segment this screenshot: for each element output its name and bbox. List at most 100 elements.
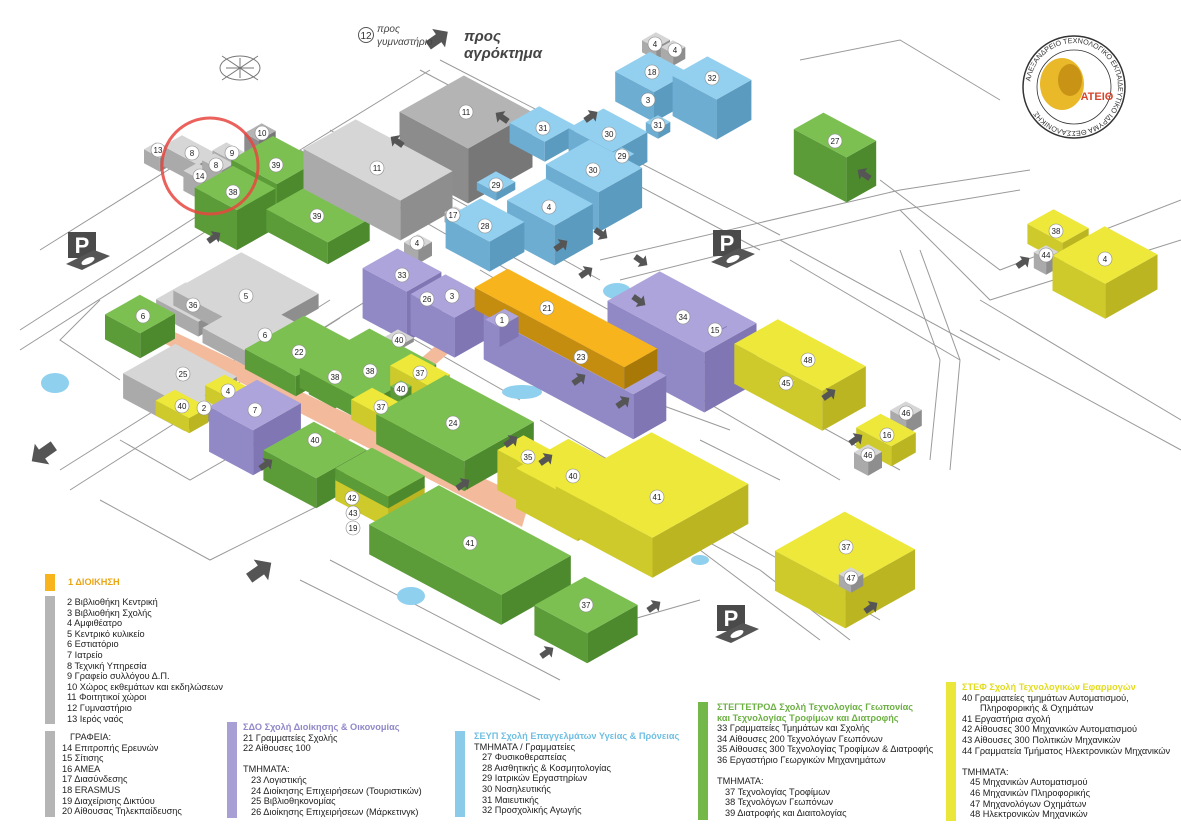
building-number: 32 bbox=[708, 74, 717, 83]
building-number-badge bbox=[196, 400, 212, 416]
legend-offices-swatch bbox=[45, 731, 55, 817]
building-roof bbox=[474, 268, 658, 368]
building-side bbox=[237, 188, 276, 251]
building-number-badge bbox=[393, 381, 409, 397]
building-side bbox=[474, 287, 625, 390]
building-side bbox=[454, 297, 490, 358]
building-number-badge bbox=[827, 133, 843, 149]
building-side bbox=[485, 319, 500, 348]
building-number-badge bbox=[268, 157, 284, 173]
arrow-icon bbox=[206, 231, 221, 244]
building-side bbox=[362, 268, 407, 342]
building-side bbox=[891, 432, 916, 467]
legend-common-swatch bbox=[45, 596, 55, 724]
building-number-badge bbox=[362, 363, 378, 379]
building-number: 35 bbox=[524, 453, 533, 462]
legend-item: 9 Γραφείο συλλόγου Δ.Π. bbox=[67, 671, 170, 682]
legend-item: 47 Μηχανολόγων Οχημάτων bbox=[970, 798, 1087, 809]
building-number: 17 bbox=[449, 211, 458, 220]
building-number: 21 bbox=[543, 304, 552, 313]
building-number-badge bbox=[247, 402, 263, 418]
building-side bbox=[369, 524, 502, 625]
building-side bbox=[327, 218, 370, 265]
building-number: 40 bbox=[569, 472, 578, 481]
building-number-badge bbox=[778, 375, 794, 391]
building-side bbox=[645, 122, 659, 139]
road bbox=[959, 329, 1181, 451]
parking-sign: P bbox=[66, 232, 110, 270]
building-number: 4 bbox=[547, 203, 552, 212]
legend-stef: ΣΤΕΦ Σχολή Τεχνολογικών Εφαρμογών 40 Γρα… bbox=[962, 682, 1170, 820]
building-number: 33 bbox=[398, 271, 407, 280]
building-number: 29 bbox=[492, 181, 501, 190]
building-number-badge bbox=[565, 468, 581, 484]
arrow-icon bbox=[571, 373, 586, 386]
building-number-badge bbox=[412, 365, 428, 381]
legend-stegtetrod-title-2: και Τεχνολογίας Τροφίμων και Διατροφής bbox=[717, 712, 899, 723]
building-side bbox=[1052, 255, 1106, 319]
building-number-badge bbox=[174, 398, 190, 414]
building-side bbox=[418, 241, 432, 264]
building-41[interactable] bbox=[555, 432, 749, 578]
building-roof bbox=[555, 432, 749, 538]
arrow-icon bbox=[390, 135, 405, 148]
building-number: 4 bbox=[226, 387, 231, 396]
car-shape bbox=[726, 254, 740, 264]
building-37[interactable] bbox=[775, 511, 915, 629]
building-number-badge bbox=[675, 309, 691, 325]
building-number-badge bbox=[220, 383, 236, 399]
arrow-icon bbox=[246, 559, 272, 583]
building-number-badge bbox=[704, 70, 720, 86]
legend-seyp-swatch bbox=[455, 731, 465, 817]
legend-item: 36 Εργαστήριο Γεωργικών Μηχανημάτων bbox=[717, 754, 886, 765]
building-side bbox=[672, 76, 717, 140]
building-48[interactable] bbox=[734, 319, 866, 431]
building-number-badge bbox=[208, 157, 224, 173]
parking-label: P bbox=[724, 606, 739, 631]
pond bbox=[397, 587, 425, 605]
building-number: 7 bbox=[253, 406, 258, 415]
building-number-badge bbox=[539, 300, 555, 316]
building-27[interactable] bbox=[793, 112, 877, 203]
legend-item: 18 ERASMUS bbox=[62, 784, 121, 795]
arrow-icon bbox=[425, 28, 448, 50]
building-number-badge bbox=[419, 291, 435, 307]
gym-number: 12 bbox=[360, 31, 372, 42]
legend-item: 33 Γραμματείες Τμημάτων και Σχολής bbox=[717, 723, 870, 734]
building-number: 3 bbox=[450, 292, 455, 301]
building-21[interactable] bbox=[474, 268, 658, 390]
building-number-badge bbox=[494, 312, 510, 328]
building-42[interactable] bbox=[335, 447, 425, 509]
legend-item: 30 Νοσηλευτικής bbox=[482, 783, 551, 794]
legend-item: 7 Ιατρείο bbox=[67, 649, 103, 660]
building-number: 5 bbox=[244, 292, 249, 301]
legend-item: 28 Αισθητικής & Κοσμητολογίας bbox=[482, 762, 611, 773]
building-roof bbox=[335, 447, 425, 497]
building-11[interactable] bbox=[303, 119, 453, 241]
building-number-badge bbox=[640, 92, 656, 108]
building-side bbox=[244, 349, 296, 397]
legend-item: 11 Φοιτητικοί χώροι bbox=[67, 692, 147, 703]
building-number-badge bbox=[843, 570, 859, 586]
legend-item: 24 Διοίκησης Επιχειρήσεων (Τουριστικών) bbox=[251, 785, 422, 796]
arrow-icon bbox=[538, 453, 553, 466]
building-side bbox=[335, 468, 389, 509]
legend-item: 34 Αίθουσες 200 Τεχνολόγων Γεωπόνων bbox=[717, 733, 883, 744]
building-number-badge bbox=[373, 399, 389, 415]
building-number-badge bbox=[535, 120, 551, 136]
building-side bbox=[822, 366, 866, 431]
building-number: 42 bbox=[348, 494, 357, 503]
building-number-badge bbox=[898, 405, 914, 421]
building-number: 11 bbox=[373, 164, 382, 173]
building-side bbox=[410, 294, 455, 358]
building-side bbox=[501, 555, 571, 625]
building-number-badge bbox=[860, 447, 876, 463]
building-32[interactable] bbox=[672, 56, 752, 140]
building-number-badge bbox=[175, 366, 191, 382]
legend-item: 39 Διατροφής και Διαιτολογίας bbox=[725, 807, 847, 818]
building-side bbox=[587, 604, 638, 664]
road bbox=[619, 189, 1021, 281]
building-number-badge bbox=[1038, 247, 1054, 263]
